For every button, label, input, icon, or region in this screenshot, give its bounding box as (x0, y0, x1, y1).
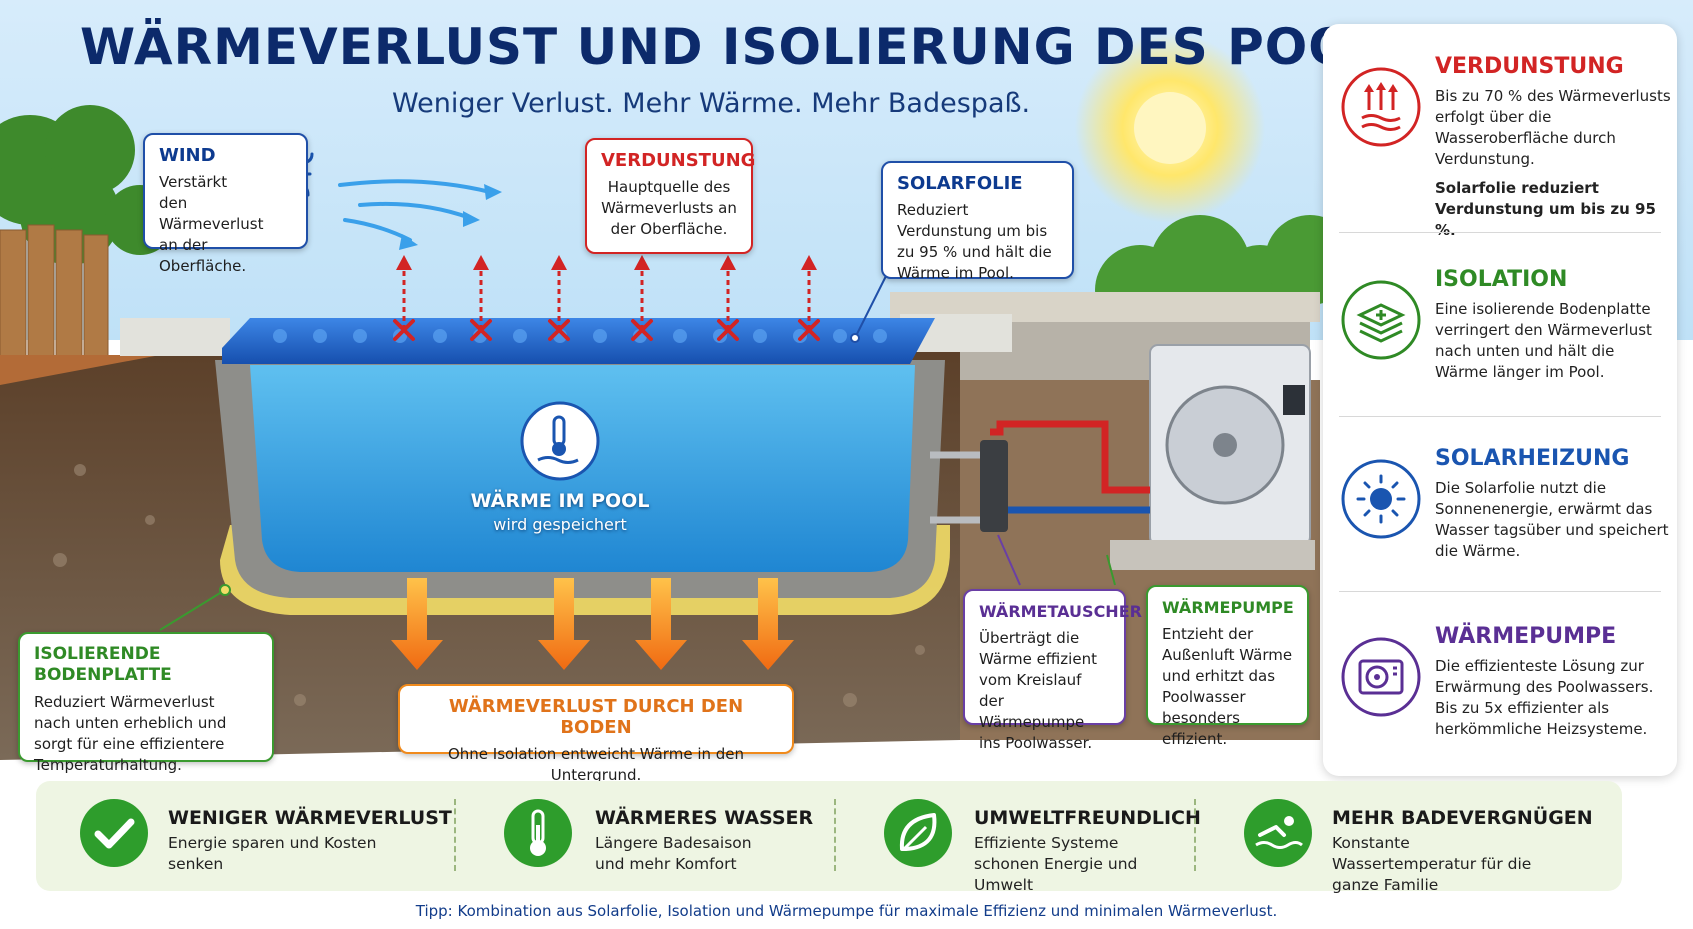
callout-heat-exchanger-title: WÄRMETAUSCHER (979, 602, 1142, 621)
panel-item-insulation: ISOLATION Eine isolierende Bodenplatte v… (1323, 267, 1677, 427)
panel-insulation-title: ISOLATION (1435, 267, 1568, 292)
benefit-warmer-water: WÄRMERES WASSER Längere Badesaison und m… (502, 781, 832, 891)
thermometer-icon (504, 799, 572, 867)
panel-evaporation-text: Bis zu 70 % des Wärmeverlusts erfolgt üb… (1435, 86, 1671, 241)
evaporation-arrows (402, 268, 811, 330)
callout-ground-loss-text: Ohne Isolation entweicht Wärme in den Un… (447, 745, 745, 784)
insulation-layers-icon (1341, 280, 1421, 360)
benefit-warmer-water-title: WÄRMERES WASSER (595, 807, 814, 829)
panel-heat-pump-text: Die effizienteste Lösung zur Erwärmung d… (1435, 657, 1654, 738)
callout-solar-cover: SOLARFOLIE Reduziert Verdunstung um bis … (881, 161, 1074, 282)
heat-pump-icon (1341, 637, 1421, 717)
panel-item-heat-pump: WÄRMEPUMPE Die effizienteste Lösung zur … (1323, 624, 1677, 774)
benefit-eco-friendly-title: UMWELTFREUNDLICH (974, 807, 1201, 829)
callout-insulating-plate: ISOLIERENDE BODENPLATTE Reduziert Wärmev… (18, 632, 274, 774)
panel-evaporation-title: VERDUNSTUNG (1435, 54, 1624, 79)
panel-evaporation-body: Bis zu 70 % des Wärmeverlusts erfolgt üb… (1435, 87, 1671, 168)
heat-exchanger-unit (980, 440, 1008, 532)
benefit-more-fun-text: Konstante Wassertemperatur für die ganze… (1332, 834, 1532, 894)
blocked-marks (393, 319, 820, 341)
heat-pump-unit (1110, 344, 1315, 570)
callout-heat-pump: WÄRMEPUMPE Entzieht der Außenluft Wärme … (1146, 585, 1309, 748)
callout-heat-exchanger: WÄRMETAUSCHER Überträgt die Wärme effizi… (963, 589, 1142, 752)
benefit-warmer-water-text: Längere Badesaison und mehr Komfort (595, 834, 752, 873)
heat-exchanger-pipes (930, 420, 1150, 524)
panel-heat-pump-title: WÄRMEPUMPE (1435, 624, 1617, 649)
callout-wind-text: Verstärkt den Wärmeverlust an der Oberfl… (159, 173, 264, 275)
callout-insulating-plate-text: Reduziert Wärmeverlust nach unten erhebl… (34, 693, 227, 774)
callout-ground-loss: WÄRMEVERLUST DURCH DEN BODEN Ohne Isolat… (398, 684, 794, 784)
evaporation-icon (1341, 67, 1421, 147)
panel-solar-heating-text: Die Solarfolie nutzt die Sonnenenergie, … (1435, 479, 1669, 560)
callout-evaporation-text: Hauptquelle des Wärmeverlusts an der Obe… (601, 178, 737, 238)
benefit-less-heat-loss-title: WENIGER WÄRMEVERLUST (168, 807, 452, 829)
callout-heat-exchanger-text: Überträgt die Wärme effizient vom Kreisl… (979, 629, 1097, 752)
benefit-more-fun: MEHR BADEVERGNÜGEN Konstante Wassertempe… (1242, 781, 1602, 894)
pool-thermometer-icon (520, 401, 600, 481)
callout-wind: WIND Verstärkt den Wärmeverlust an der O… (143, 133, 308, 275)
callout-solar-cover-title: SOLARFOLIE (897, 173, 1023, 194)
page-title: WÄRMEVERLUST UND ISOLIERUNG DES POOLS (80, 18, 1422, 76)
pool-coping-left (120, 318, 230, 356)
panel-insulation-text: Eine isolierende Bodenplatte verringert … (1435, 300, 1652, 381)
page-subtitle: Weniger Verlust. Mehr Wärme. Mehr Badesp… (392, 88, 1031, 119)
leaf-icon (884, 799, 952, 867)
benefit-eco-friendly: UMWELTFREUNDLICH Effiziente Systeme scho… (882, 781, 1212, 894)
benefit-less-heat-loss-text: Energie sparen und Kosten senken (168, 834, 377, 873)
callout-heat-pump-text: Entzieht der Außenluft Wärme und erhitzt… (1162, 625, 1293, 748)
callout-solar-cover-text: Reduziert Verdunstung um bis zu 95 % und… (897, 201, 1052, 282)
pool-heat-title: WÄRME IM POOL (470, 490, 650, 512)
sun-icon (1341, 459, 1421, 539)
panel-item-solar-heating: SOLARHEIZUNG Die Solarfolie nutzt die So… (1323, 446, 1677, 606)
pool-heat-text: wird gespeichert (493, 515, 627, 534)
callout-ground-loss-title: WÄRMEVERLUST DURCH DEN BODEN (448, 696, 744, 738)
pool-heat-label: WÄRME IM POOL wird gespeichert (460, 490, 660, 534)
panel-solar-heating-title: SOLARHEIZUNG (1435, 446, 1630, 471)
checkmark-icon (80, 799, 148, 867)
callout-wind-title: WIND (159, 145, 216, 166)
benefit-less-heat-loss: WENIGER WÄRMEVERLUST Energie sparen und … (78, 781, 452, 891)
benefits-bar: WENIGER WÄRMEVERLUST Energie sparen und … (36, 781, 1622, 894)
wooden-fence (0, 224, 109, 361)
callout-evaporation-title: VERDUNSTUNG (601, 150, 756, 171)
info-side-panel: VERDUNSTUNG Bis zu 70 % des Wärmeverlust… (1323, 24, 1677, 776)
ground-loss-arrows (391, 578, 794, 670)
benefit-eco-friendly-text: Effiziente Systeme schonen Energie und U… (974, 834, 1138, 894)
callout-evaporation: VERDUNSTUNG Hauptquelle des Wärmeverlust… (585, 138, 756, 254)
solar-cover (222, 318, 935, 364)
panel-item-evaporation: VERDUNSTUNG Bis zu 70 % des Wärmeverlust… (1323, 54, 1677, 239)
tip-text: Tipp: Kombination aus Solarfolie, Isolat… (415, 902, 1278, 920)
swimmer-icon (1244, 799, 1312, 867)
callout-heat-pump-title: WÄRMEPUMPE (1162, 598, 1294, 617)
benefit-more-fun-title: MEHR BADEVERGNÜGEN (1332, 807, 1593, 829)
panel-evaporation-note: Solarfolie reduziert Verdunstung um bis … (1435, 179, 1656, 239)
callout-insulating-plate-title: ISOLIERENDE BODENPLATTE (34, 644, 172, 685)
